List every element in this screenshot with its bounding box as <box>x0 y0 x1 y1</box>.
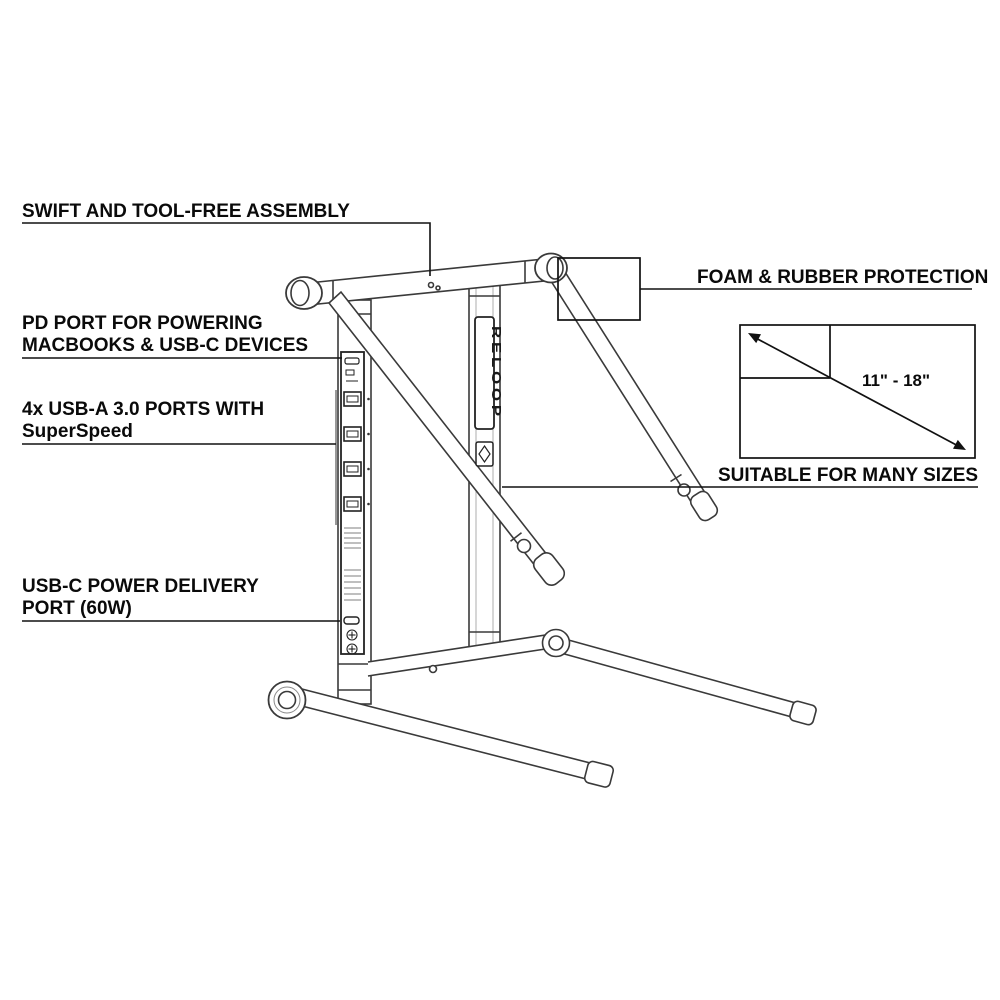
bottom-crossbar <box>367 633 553 677</box>
label-suitable-sizes: SUITABLE FOR MANY SIZES <box>718 465 979 486</box>
rear-support-arm <box>549 270 719 522</box>
large-screen-outline <box>739 324 976 459</box>
annotation-lines <box>22 222 978 622</box>
reloop-logo-mark <box>475 441 494 467</box>
front-leg-foot-cap <box>583 760 615 788</box>
label-size-range: 11" - 18" <box>861 371 931 390</box>
label-pd-port: PD PORT FOR POWERING MACBOOKS & USB-C DE… <box>22 313 308 357</box>
front-arm-foam-cap <box>532 552 566 586</box>
pd-input-port <box>344 357 360 365</box>
bar-screw-hole <box>435 285 441 291</box>
label-pd-port-line2: MACBOOKS & USB-C DEVICES <box>22 335 309 356</box>
label-usb-c-line2: PORT (60W) <box>22 598 132 619</box>
laptop-stand-drawing: RELOOP <box>267 252 817 788</box>
usb-hub <box>340 351 370 655</box>
base-front-leg <box>267 680 615 788</box>
hub-fine-print <box>344 527 361 601</box>
label-pd-port-line1: PD PORT FOR POWERING <box>22 313 263 334</box>
label-usb-a-ports: 4x USB-A 3.0 PORTS WITH SuperSpeed <box>22 399 264 443</box>
diagonal-size-arrow <box>748 333 966 450</box>
label-foam-rubber: FOAM & RUBBER PROTECTION <box>697 267 989 288</box>
label-usb-a-line1: 4x USB-A 3.0 PORTS WITH <box>22 399 265 420</box>
rear-leg-foot-cap <box>789 700 817 726</box>
top-bar <box>317 258 545 305</box>
leader-assembly <box>22 222 431 276</box>
top-bar-left-knob <box>285 276 323 310</box>
label-usb-a-line2: SuperSpeed <box>22 421 133 442</box>
usb-a-port <box>343 496 362 512</box>
rear-arm-thumb-screw <box>677 483 691 497</box>
usb-c-pd-port <box>343 616 360 625</box>
label-usb-c-line1: USB-C POWER DELIVERY <box>22 576 259 597</box>
reloop-badge: RELOOP <box>474 316 504 467</box>
size-range-box <box>739 324 976 459</box>
front-arm-thumb-screw <box>516 538 532 554</box>
reloop-logo-text: RELOOP <box>489 326 504 420</box>
label-swift-assembly: SWIFT AND TOOL-FREE ASSEMBLY <box>22 201 350 222</box>
usb-a-port <box>343 426 362 442</box>
base-rear-leg <box>541 628 817 726</box>
rear-arm-foam-cap <box>689 490 719 522</box>
top-bar-right-knob <box>534 252 568 284</box>
usb-a-port <box>343 461 362 477</box>
label-usb-c-power: USB-C POWER DELIVERY PORT (60W) <box>22 576 259 620</box>
usb-a-port <box>343 391 362 407</box>
hub-power-symbols <box>346 629 358 655</box>
front-support-arm <box>327 290 566 586</box>
bar-screw-hole <box>427 281 435 289</box>
